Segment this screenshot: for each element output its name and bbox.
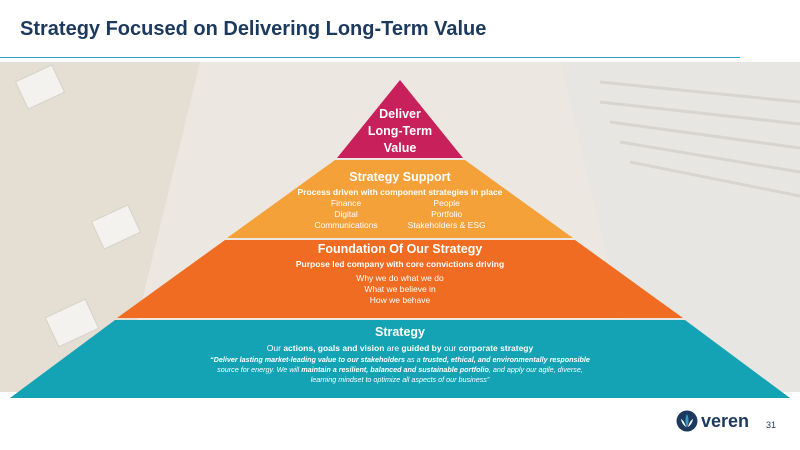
text-run-bold: “Deliver lasting market-leading value to… — [210, 355, 405, 364]
tier-foundation-label: Foundation Of Our Strategy Purpose led c… — [160, 242, 640, 306]
tier-deliver-value — [337, 80, 463, 158]
text-run-bold: actions, goals and vision — [283, 343, 385, 353]
foundation-item: What we believe in — [364, 284, 436, 294]
text-run: Our — [266, 343, 284, 353]
text-run: are — [384, 343, 402, 353]
support-item: Finance — [330, 198, 362, 208]
top-line-1: Deliver — [379, 107, 421, 121]
text-run: our — [441, 343, 459, 353]
support-item: People — [433, 198, 460, 208]
foundation-subheading: Purpose led company with core conviction… — [295, 259, 505, 269]
quote-line-1: “Deliver lasting market-leading value to… — [90, 355, 710, 365]
text-run: source for energy. We will — [217, 365, 302, 374]
strategy-quote: “Deliver lasting market-leading value to… — [90, 355, 710, 385]
title-divider — [0, 57, 740, 58]
text-run-bold: corporate strategy — [458, 343, 534, 353]
logo-wordmark: veren — [701, 410, 750, 431]
text-run-bold: guided by — [401, 343, 442, 353]
support-subheading: Process driven with component strategies… — [297, 187, 503, 197]
text-run: as a — [404, 355, 423, 364]
top-line-3: Value — [383, 141, 417, 155]
foundation-items: Why we do what we do What we believe in … — [160, 273, 640, 306]
text-run-bold: trusted, ethical, and environmentally re… — [422, 355, 590, 364]
support-item: Stakeholders & ESG — [407, 220, 486, 230]
top-line-2: Long-Term — [367, 124, 433, 138]
support-item: Communications — [314, 220, 378, 230]
text-run-bold: maintain a resilient, balanced and susta… — [301, 365, 489, 374]
strategy-heading: Strategy — [374, 325, 426, 339]
veren-logo-icon — [676, 410, 698, 432]
page-title: Strategy Focused on Delivering Long-Term… — [20, 18, 487, 40]
company-logo: veren — [676, 410, 749, 432]
tier-strategy-label: Strategy Our actions, goals and vision a… — [90, 325, 710, 385]
support-heading: Strategy Support — [349, 170, 451, 184]
tier-support-label: Strategy Support Process driven with com… — [240, 170, 560, 231]
support-right-column: People Portfolio Stakeholders & ESG — [408, 198, 486, 231]
tier-foundation — [117, 240, 683, 318]
foundation-item: How we behave — [369, 295, 431, 305]
support-item: Portfolio — [431, 209, 463, 219]
quote-line-2: source for energy. We will maintain a re… — [90, 365, 710, 375]
foundation-item: Why we do what we do — [356, 273, 444, 283]
support-items: Finance Digital Communications People Po… — [240, 198, 560, 231]
tier-strategy-support — [227, 160, 573, 238]
foundation-heading: Foundation Of Our Strategy — [317, 242, 483, 256]
text-run: , and apply our agile, diverse, — [488, 365, 583, 374]
page-number: 31 — [766, 420, 777, 430]
tier-top-label: Deliver Long-Term Value — [340, 106, 460, 157]
support-left-column: Finance Digital Communications — [314, 198, 377, 231]
support-item: Digital — [334, 209, 358, 219]
strategy-statement: Our actions, goals and vision are guided… — [90, 343, 710, 353]
tier-strategy — [10, 320, 790, 398]
quote-line-3: learning mindset to optimize all aspects… — [310, 375, 490, 384]
